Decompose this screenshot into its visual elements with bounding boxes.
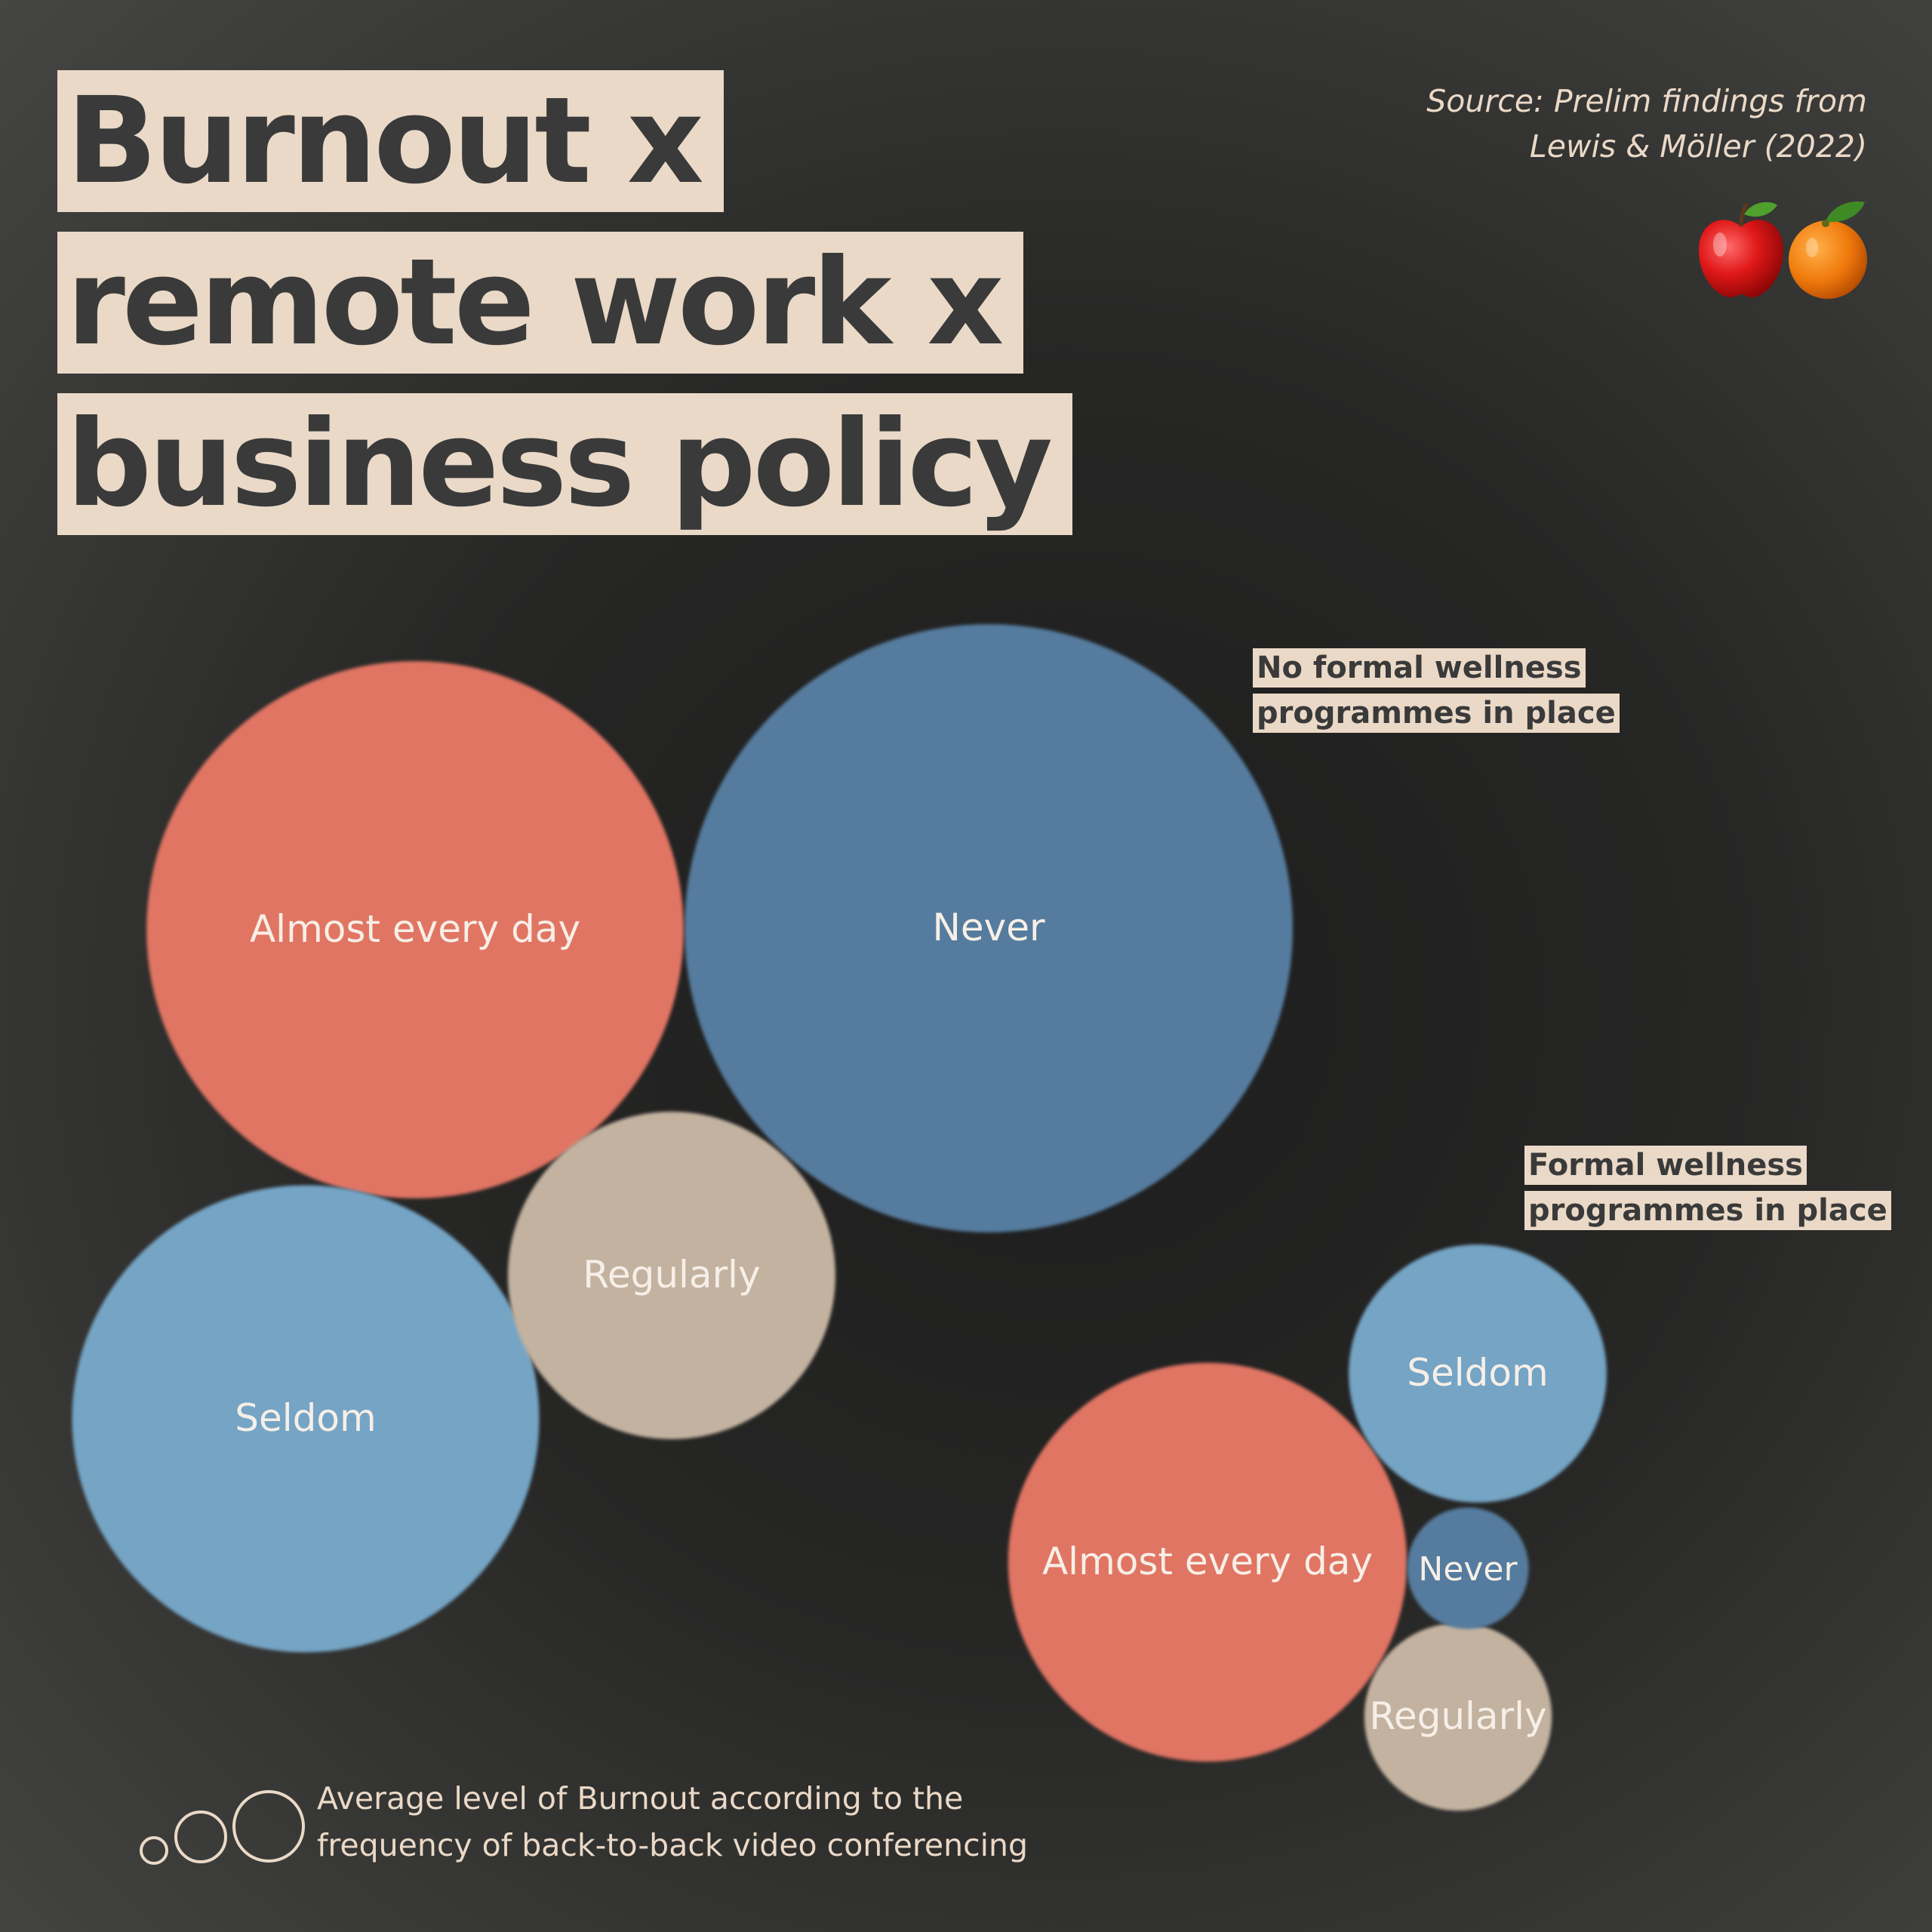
group-label-no-formal-line-1: No formal wellness xyxy=(1253,648,1586,688)
size-legend-caption: Average level of Burnout according to th… xyxy=(317,1775,1028,1869)
bubble-label-no-formal-never: Never xyxy=(932,906,1045,949)
bubble-formal-seldom xyxy=(1349,1244,1607,1503)
bubble-formal-regularly xyxy=(1364,1623,1552,1811)
page-title: Burnout x remote work x business policy xyxy=(57,70,1073,555)
bubble-label-no-formal-almost-every-day: Almost every day xyxy=(250,907,580,951)
bubble-no-formal-regularly xyxy=(507,1111,836,1440)
bubble-formal-never xyxy=(1407,1507,1529,1629)
source-note: Source: Prelim findings from Lewis & Möl… xyxy=(1426,78,1867,169)
group-label-no-formal: No formal wellness programmes in place xyxy=(1253,645,1620,736)
size-legend-icon xyxy=(140,1790,305,1865)
title-line-2: remote work x xyxy=(57,232,1024,374)
group-label-formal-line-2: programmes in place xyxy=(1524,1191,1891,1230)
bubble-label-formal-almost-every-day: Almost every day xyxy=(1042,1540,1373,1583)
group-label-no-formal-line-2: programmes in place xyxy=(1253,694,1620,733)
source-line-2: Lewis & Möller (2022) xyxy=(1529,128,1867,165)
apple-icon xyxy=(1699,202,1783,297)
bubble-no-formal-seldom xyxy=(72,1185,540,1653)
bubble-label-formal-seldom: Seldom xyxy=(1407,1351,1548,1395)
bubble-no-formal-almost-every-day xyxy=(146,661,684,1198)
group-label-formal-line-1: Formal wellness xyxy=(1524,1146,1807,1185)
size-legend-line-1: Average level of Burnout according to th… xyxy=(317,1780,964,1817)
bubble-label-formal-regularly: Regularly xyxy=(1369,1694,1546,1738)
group-label-formal: Formal wellness programmes in place xyxy=(1524,1143,1891,1233)
bubble-label-no-formal-regularly: Regularly xyxy=(583,1253,760,1297)
title-line-1: Burnout x xyxy=(57,70,724,212)
size-legend-line-2: frequency of back-to-back video conferen… xyxy=(317,1827,1029,1863)
bubble-label-formal-never: Never xyxy=(1418,1550,1518,1589)
bubble-formal-almost-every-day xyxy=(1008,1362,1407,1762)
bubble-label-no-formal-seldom: Seldom xyxy=(235,1396,376,1440)
title-line-3: business policy xyxy=(57,393,1073,535)
orange-icon xyxy=(1789,201,1867,299)
source-line-1: Source: Prelim findings from xyxy=(1426,83,1867,119)
bubble-no-formal-never xyxy=(685,624,1293,1232)
